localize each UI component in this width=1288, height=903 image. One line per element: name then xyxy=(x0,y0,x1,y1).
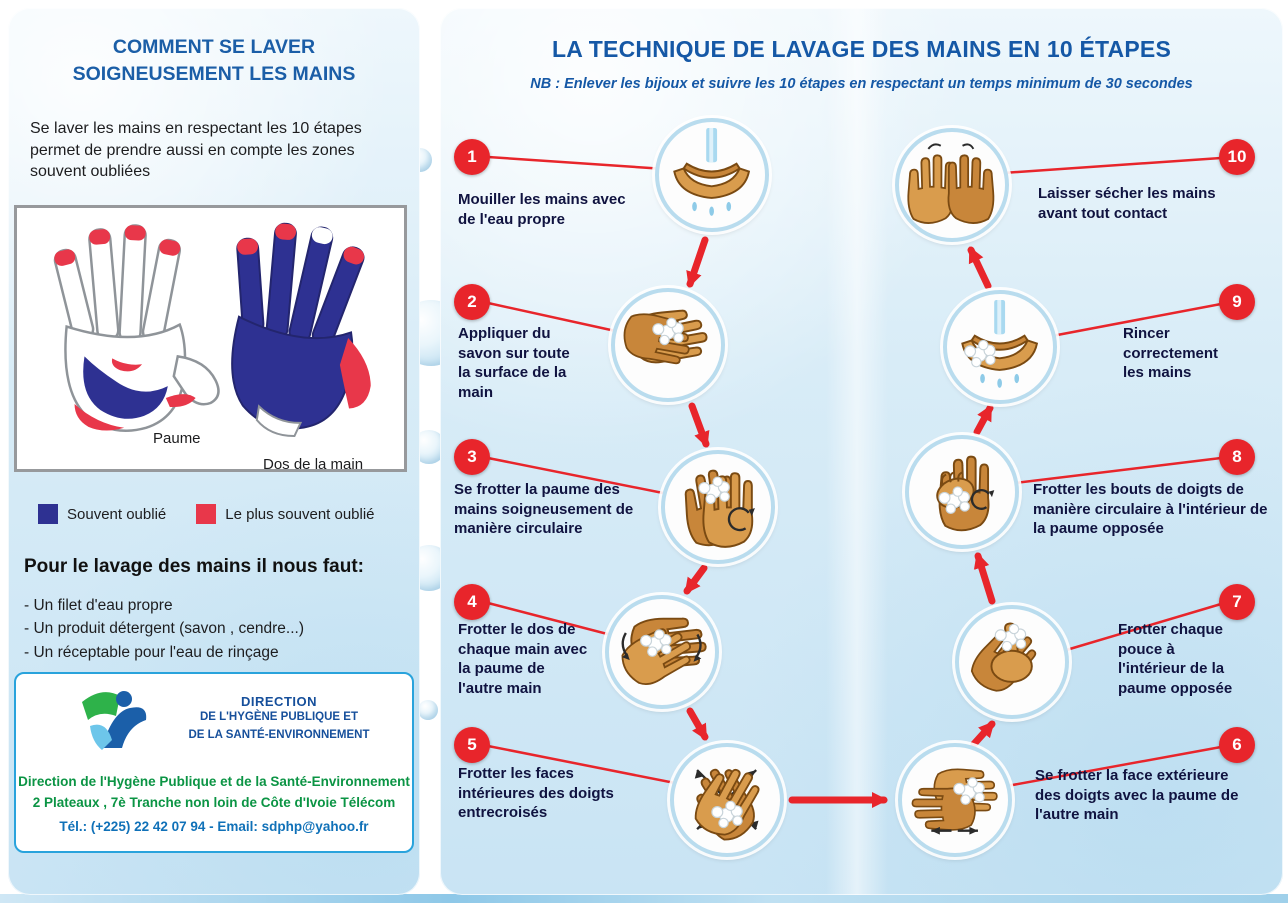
palm-label: Paume xyxy=(153,430,201,447)
back-of-hand-label: Dos de la main xyxy=(263,456,364,473)
address-line: 2 Plateaux , 7è Tranche non loin de Côte… xyxy=(32,794,396,810)
rubbing-back-of-fingers-icon xyxy=(911,768,999,835)
step-7-image xyxy=(955,605,1069,719)
step-9-label: Rincer correctement les mains xyxy=(1123,325,1219,381)
step-8-label: Frotter les bouts de doigts de manière c… xyxy=(1033,481,1268,537)
legend-item-most-often-forgotten: Le plus souvent oublié xyxy=(196,504,375,524)
rubbing-palms-circular-icon xyxy=(685,470,756,549)
step-9-badge: 9 xyxy=(1219,284,1255,320)
needs-title: Pour le lavage des mains il nous faut: xyxy=(24,556,364,577)
rubbing-back-of-hand-icon xyxy=(621,617,707,686)
right-panel: LA TECHNIQUE DE LAVAGE DES MAINS EN 10 É… xyxy=(440,8,1283,895)
step-6-badge: 6 xyxy=(1219,727,1255,763)
step-5-label: Frotter les faces intérieures des doigts… xyxy=(458,765,614,821)
step-10-image xyxy=(895,128,1009,242)
step-4-badge: 4 xyxy=(454,584,490,620)
step-8-image xyxy=(905,435,1019,549)
legend-swatch-red xyxy=(196,504,217,524)
applying-soap-icon xyxy=(623,310,708,365)
rubbing-fingertips-in-palm-icon xyxy=(936,456,995,532)
main-title: LA TECHNIQUE DE LAVAGE DES MAINS EN 10 É… xyxy=(551,36,1171,62)
flow-arrows xyxy=(487,155,1222,808)
legend-item-often-forgotten: Souvent oublié xyxy=(38,504,166,524)
water-droplet-decoration xyxy=(418,700,438,720)
contact-line: Tél.: (+225) 22 42 07 94 - Email: sdphp@… xyxy=(59,818,369,834)
need-item: - Un produit détergent (savon , cendre..… xyxy=(24,620,305,638)
step-2-image xyxy=(611,288,725,402)
organization-name: DIRECTION DE L'HYGÈNE PUBLIQUE ET DE LA … xyxy=(166,694,392,745)
step-7-badge: 7 xyxy=(1219,584,1255,620)
step-6-image xyxy=(898,743,1012,857)
step-4-label: Frotter le dos de chaque main avec la pa… xyxy=(458,621,588,697)
hand-zones-illustration xyxy=(53,222,371,438)
dhpse-logo xyxy=(82,691,147,750)
legend-label: Le plus souvent oublié xyxy=(225,505,375,523)
left-panel-title: COMMENT SE LAVER SOIGNEUSEMENT LES MAINS xyxy=(72,36,356,86)
need-item: - Un filet d'eau propre xyxy=(24,597,173,614)
step-5-image xyxy=(670,743,784,857)
address-block: Direction de l'Hygène Publique et de la … xyxy=(16,772,412,834)
rubbing-thumb-icon xyxy=(971,622,1037,692)
step-9-image xyxy=(943,290,1057,404)
center-light-strip xyxy=(826,8,888,895)
step-1-badge: 1 xyxy=(454,139,490,175)
drying-hands-icon xyxy=(907,143,995,225)
step-6-label: Se frotter la face extérieure des doigts… xyxy=(1035,767,1239,823)
address-line: Direction de l'Hygène Publique et de la … xyxy=(18,774,410,789)
step-1-image xyxy=(655,118,769,232)
step-2-label: Appliquer du savon sur toute la surface … xyxy=(458,325,570,401)
org-name-line: DE L'HYGÈNE PUBLIQUE ET xyxy=(199,711,358,723)
step-4-image xyxy=(605,595,719,709)
step-5-badge: 5 xyxy=(454,727,490,763)
step-3-badge: 3 xyxy=(454,439,490,475)
step-3-label: Se frotter la paume des mains soigneusem… xyxy=(454,481,634,537)
left-panel-intro: Se laver les mains en respectant les 10 … xyxy=(30,120,362,181)
legend-label: Souvent oublié xyxy=(67,505,167,523)
hands-under-running-water-icon xyxy=(673,128,751,217)
step-10-badge: 10 xyxy=(1219,139,1255,175)
left-panel: COMMENT SE LAVER SOIGNEUSEMENT LES MAINS… xyxy=(8,8,420,895)
hand-zones-figure: Paume Dos de la main xyxy=(14,205,407,473)
need-item: - Un réceptable pour l'eau de rinçage xyxy=(24,643,279,661)
needs-list: - Un filet d'eau propre - Un produit dét… xyxy=(24,594,304,664)
step-1-label: Mouiller les mains avec de l'eau propre xyxy=(458,191,626,228)
bottom-water-band xyxy=(0,894,1288,903)
organization-box: DIRECTION DE L'HYGÈNE PUBLIQUE ET DE LA … xyxy=(14,672,414,853)
rinsing-hands-icon xyxy=(961,300,1039,389)
org-name-line: DE LA SANTÉ-ENVIRONNEMENT xyxy=(188,728,370,741)
zones-legend: Souvent oublié Le plus souvent oublié xyxy=(38,504,375,524)
step-3-image xyxy=(661,450,775,564)
step-2-badge: 2 xyxy=(454,284,490,320)
step-7-label: Frotter chaque pouce à l'intérieur de la… xyxy=(1118,621,1233,697)
nb-subtitle: NB : Enlever les bijoux et suivre les 10… xyxy=(530,76,1193,92)
step-8-badge: 8 xyxy=(1219,439,1255,475)
legend-swatch-blue xyxy=(38,504,58,524)
org-name-line: DIRECTION xyxy=(241,694,317,709)
step-10-label: Laisser sécher les mains avant tout cont… xyxy=(1038,185,1216,222)
interlaced-fingers-icon xyxy=(695,769,760,841)
